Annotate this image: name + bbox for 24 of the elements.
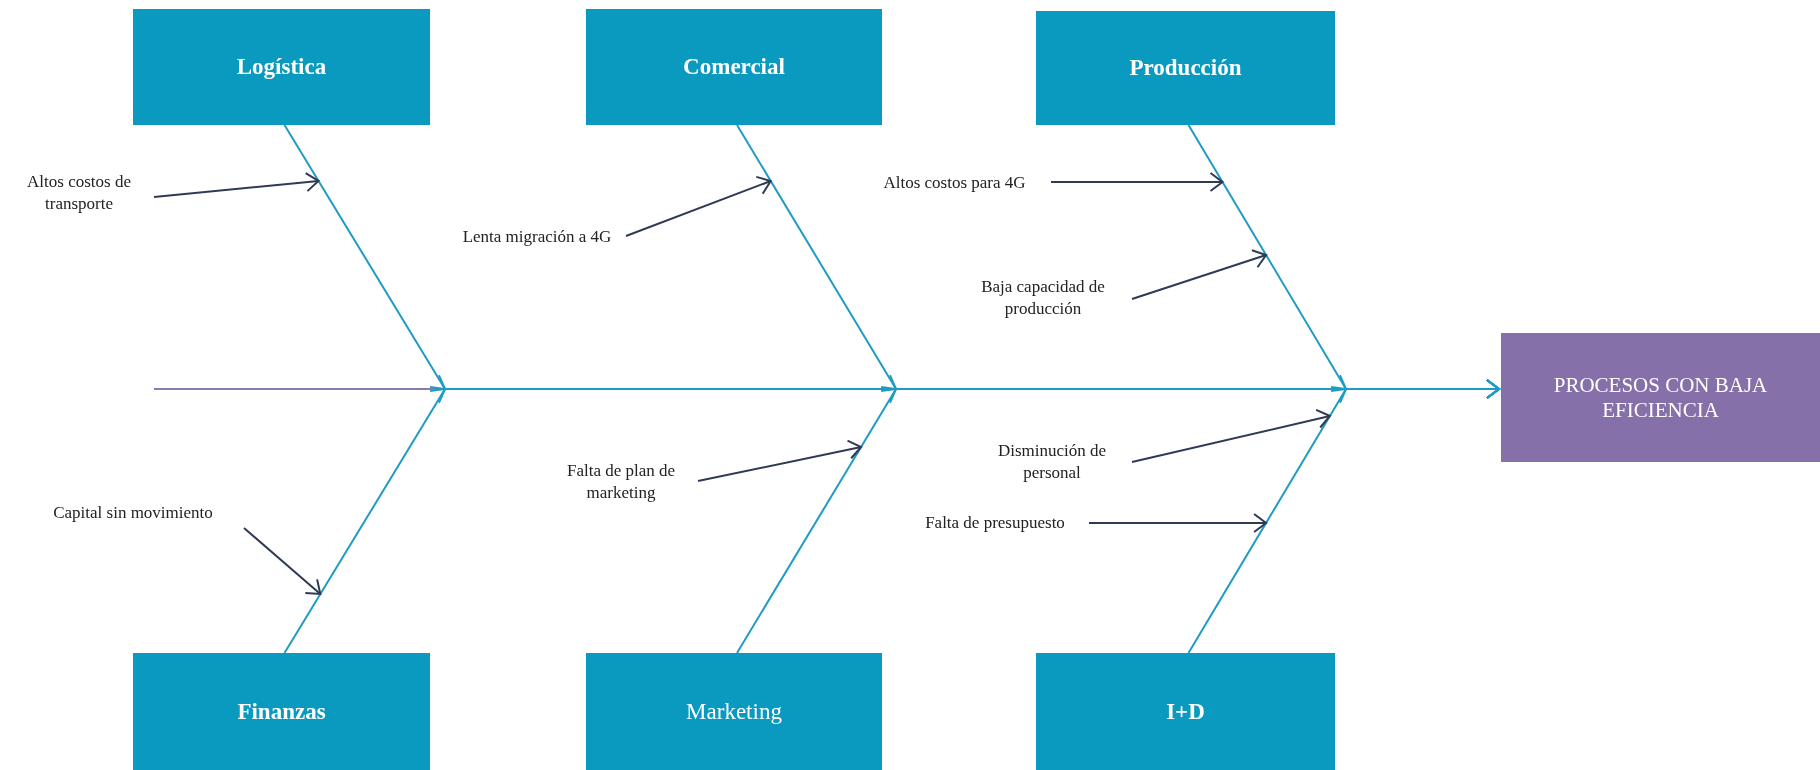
cause-label: Altos costos de transporte <box>8 166 150 220</box>
leader-arrow <box>625 175 772 237</box>
effect-box: PROCESOS CON BAJA EFICIENCIA <box>1501 333 1820 462</box>
cause-label: Falta de presupuesto <box>905 510 1085 536</box>
leader-arrow <box>1131 249 1268 300</box>
leader-arrow <box>1050 172 1224 192</box>
cause-label: Disminución de personal <box>976 437 1128 487</box>
leader-arrow <box>243 527 322 595</box>
category-box: Logística <box>133 9 430 125</box>
category-box: Marketing <box>586 653 882 770</box>
cause-label: Altos costos para 4G <box>862 170 1047 196</box>
category-box: Comercial <box>586 9 882 125</box>
cause-label: Lenta migración a 4G <box>452 224 622 250</box>
leader-arrow <box>1088 513 1268 533</box>
category-box: Producción <box>1036 11 1335 125</box>
cause-label: Capital sin movimiento <box>26 500 240 526</box>
leader-arrow <box>1131 408 1331 463</box>
category-box: I+D <box>1036 653 1335 770</box>
leader-arrow <box>697 439 863 482</box>
category-box: Finanzas <box>133 653 430 770</box>
cause-label: Baja capacidad de producción <box>958 272 1128 324</box>
leader-arrow <box>153 172 320 198</box>
bone-arrow <box>1187 379 1500 654</box>
cause-label: Falta de plan de marketing <box>548 457 694 507</box>
